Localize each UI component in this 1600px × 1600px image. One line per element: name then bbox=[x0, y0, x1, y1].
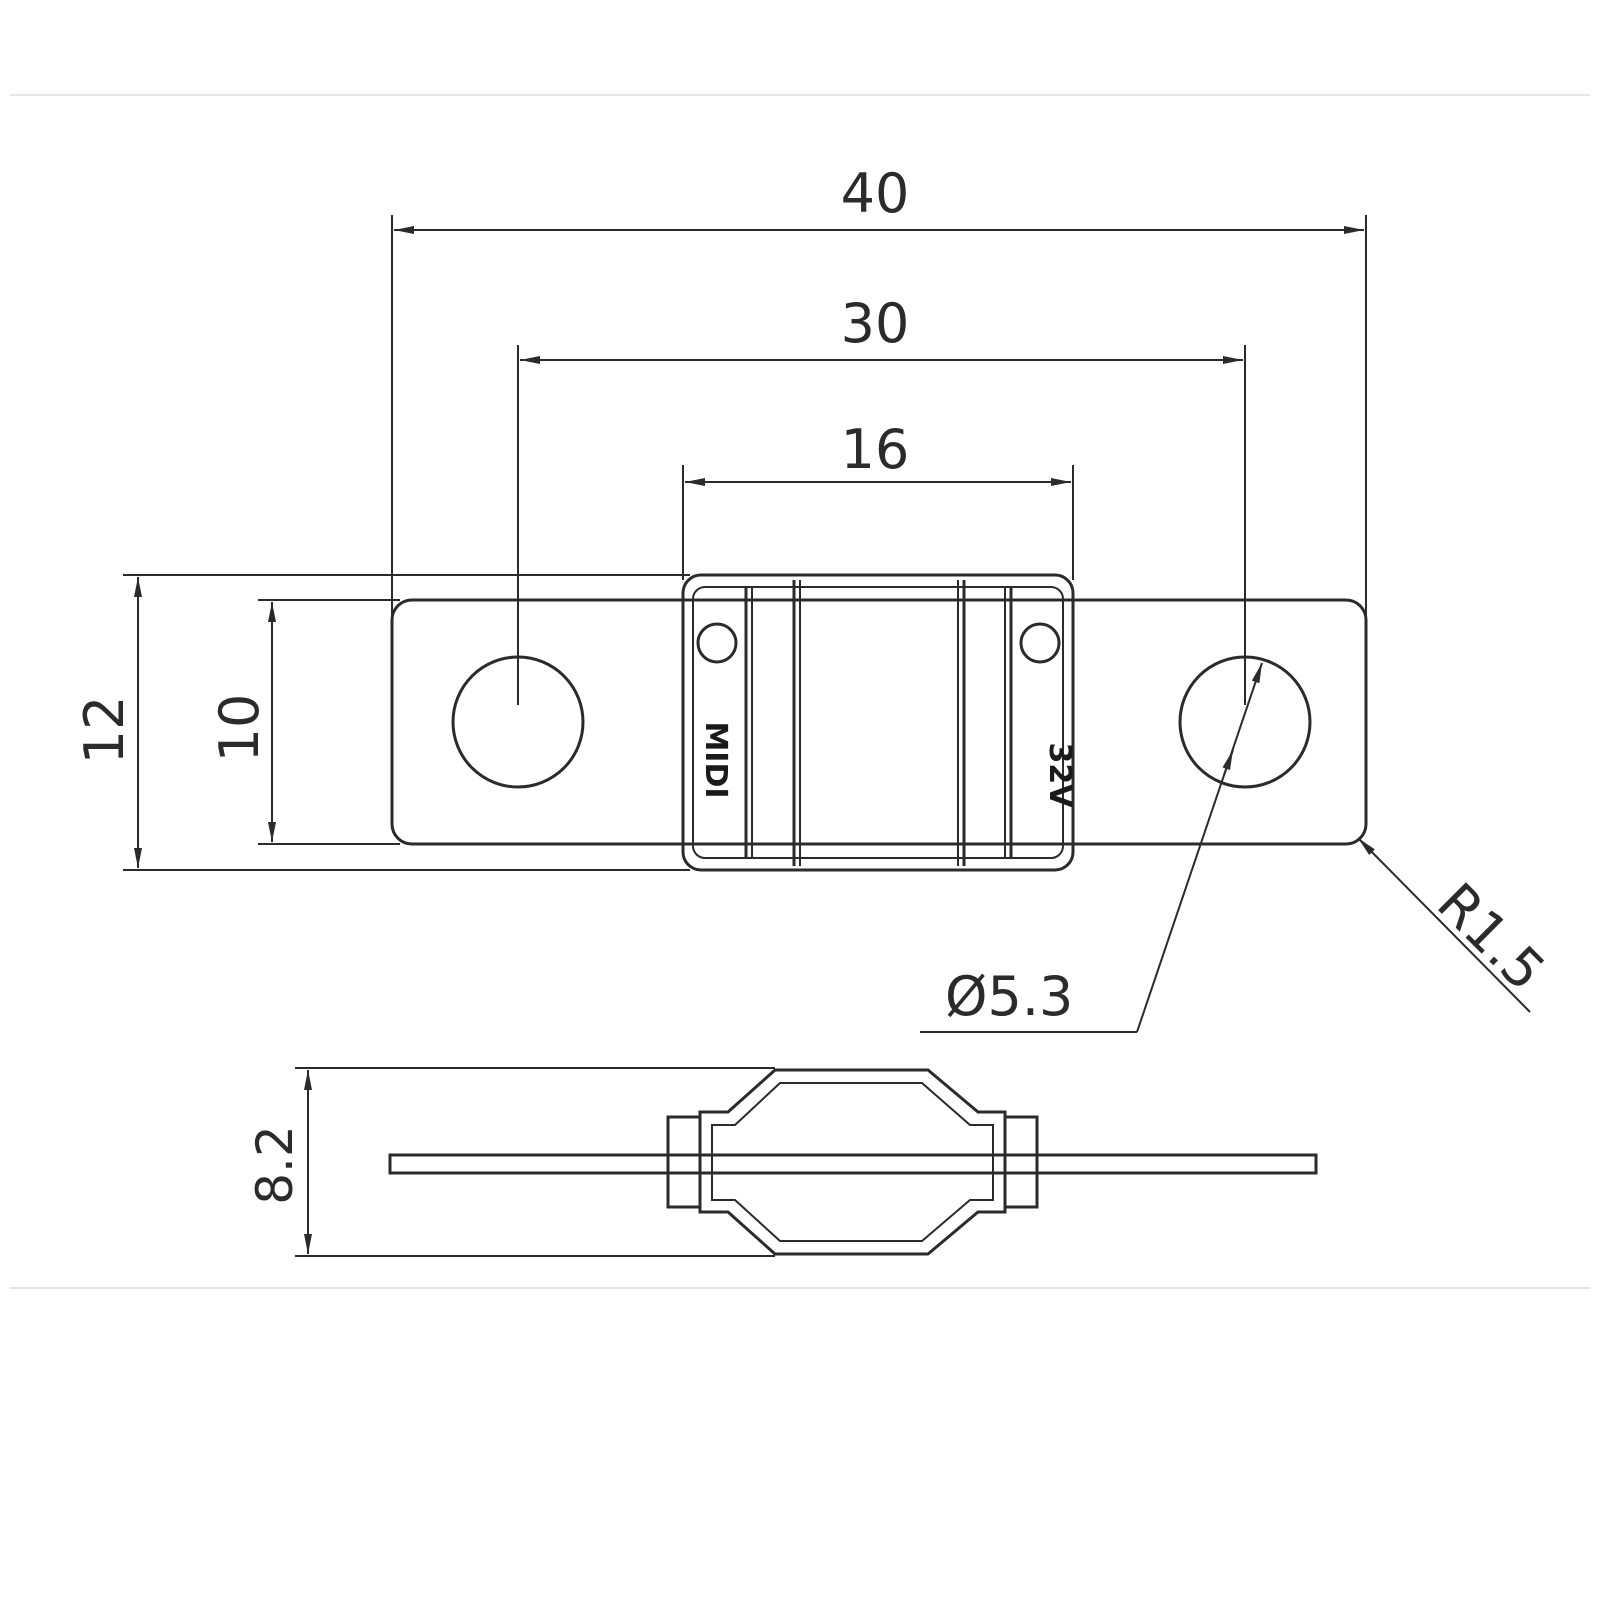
terminal-blade bbox=[390, 598, 1368, 846]
top-view: MIDI 32V bbox=[390, 573, 1368, 872]
marking-left: MIDI bbox=[698, 721, 733, 798]
dim-terminal-height: 10 bbox=[208, 694, 271, 763]
leader-hole-diameter-arrow-inner bbox=[1222, 749, 1234, 776]
dim-body-width: 16 bbox=[841, 418, 910, 481]
dim-corner-radius: R1.5 bbox=[1425, 871, 1557, 1003]
fuse-body-inner-edge bbox=[692, 586, 1064, 859]
window-hole-left bbox=[696, 622, 738, 664]
side-shoulder-right bbox=[1003, 1115, 1039, 1209]
marking-right: 32V bbox=[1042, 743, 1077, 809]
dim-hole-diameter: Ø5.3 bbox=[945, 965, 1073, 1028]
window-hole-right bbox=[1019, 622, 1061, 664]
leader-corner-radius bbox=[1357, 837, 1531, 1013]
side-body bbox=[698, 1068, 1007, 1256]
dim-overall-height: 12 bbox=[73, 696, 136, 765]
dim-hole-spacing: 30 bbox=[841, 292, 910, 355]
extension-lines bbox=[123, 215, 1367, 871]
side-terminal bbox=[388, 1153, 1318, 1175]
side-view bbox=[388, 1068, 1318, 1256]
side-body-inner-edge bbox=[711, 1082, 994, 1242]
dim-thickness: 8.2 bbox=[246, 1125, 304, 1205]
leader-hole-diameter-arrow bbox=[1136, 662, 1263, 1033]
fuse-body bbox=[681, 573, 1075, 872]
side-shoulder-left bbox=[666, 1115, 702, 1209]
dim-overall-length: 40 bbox=[841, 162, 910, 225]
